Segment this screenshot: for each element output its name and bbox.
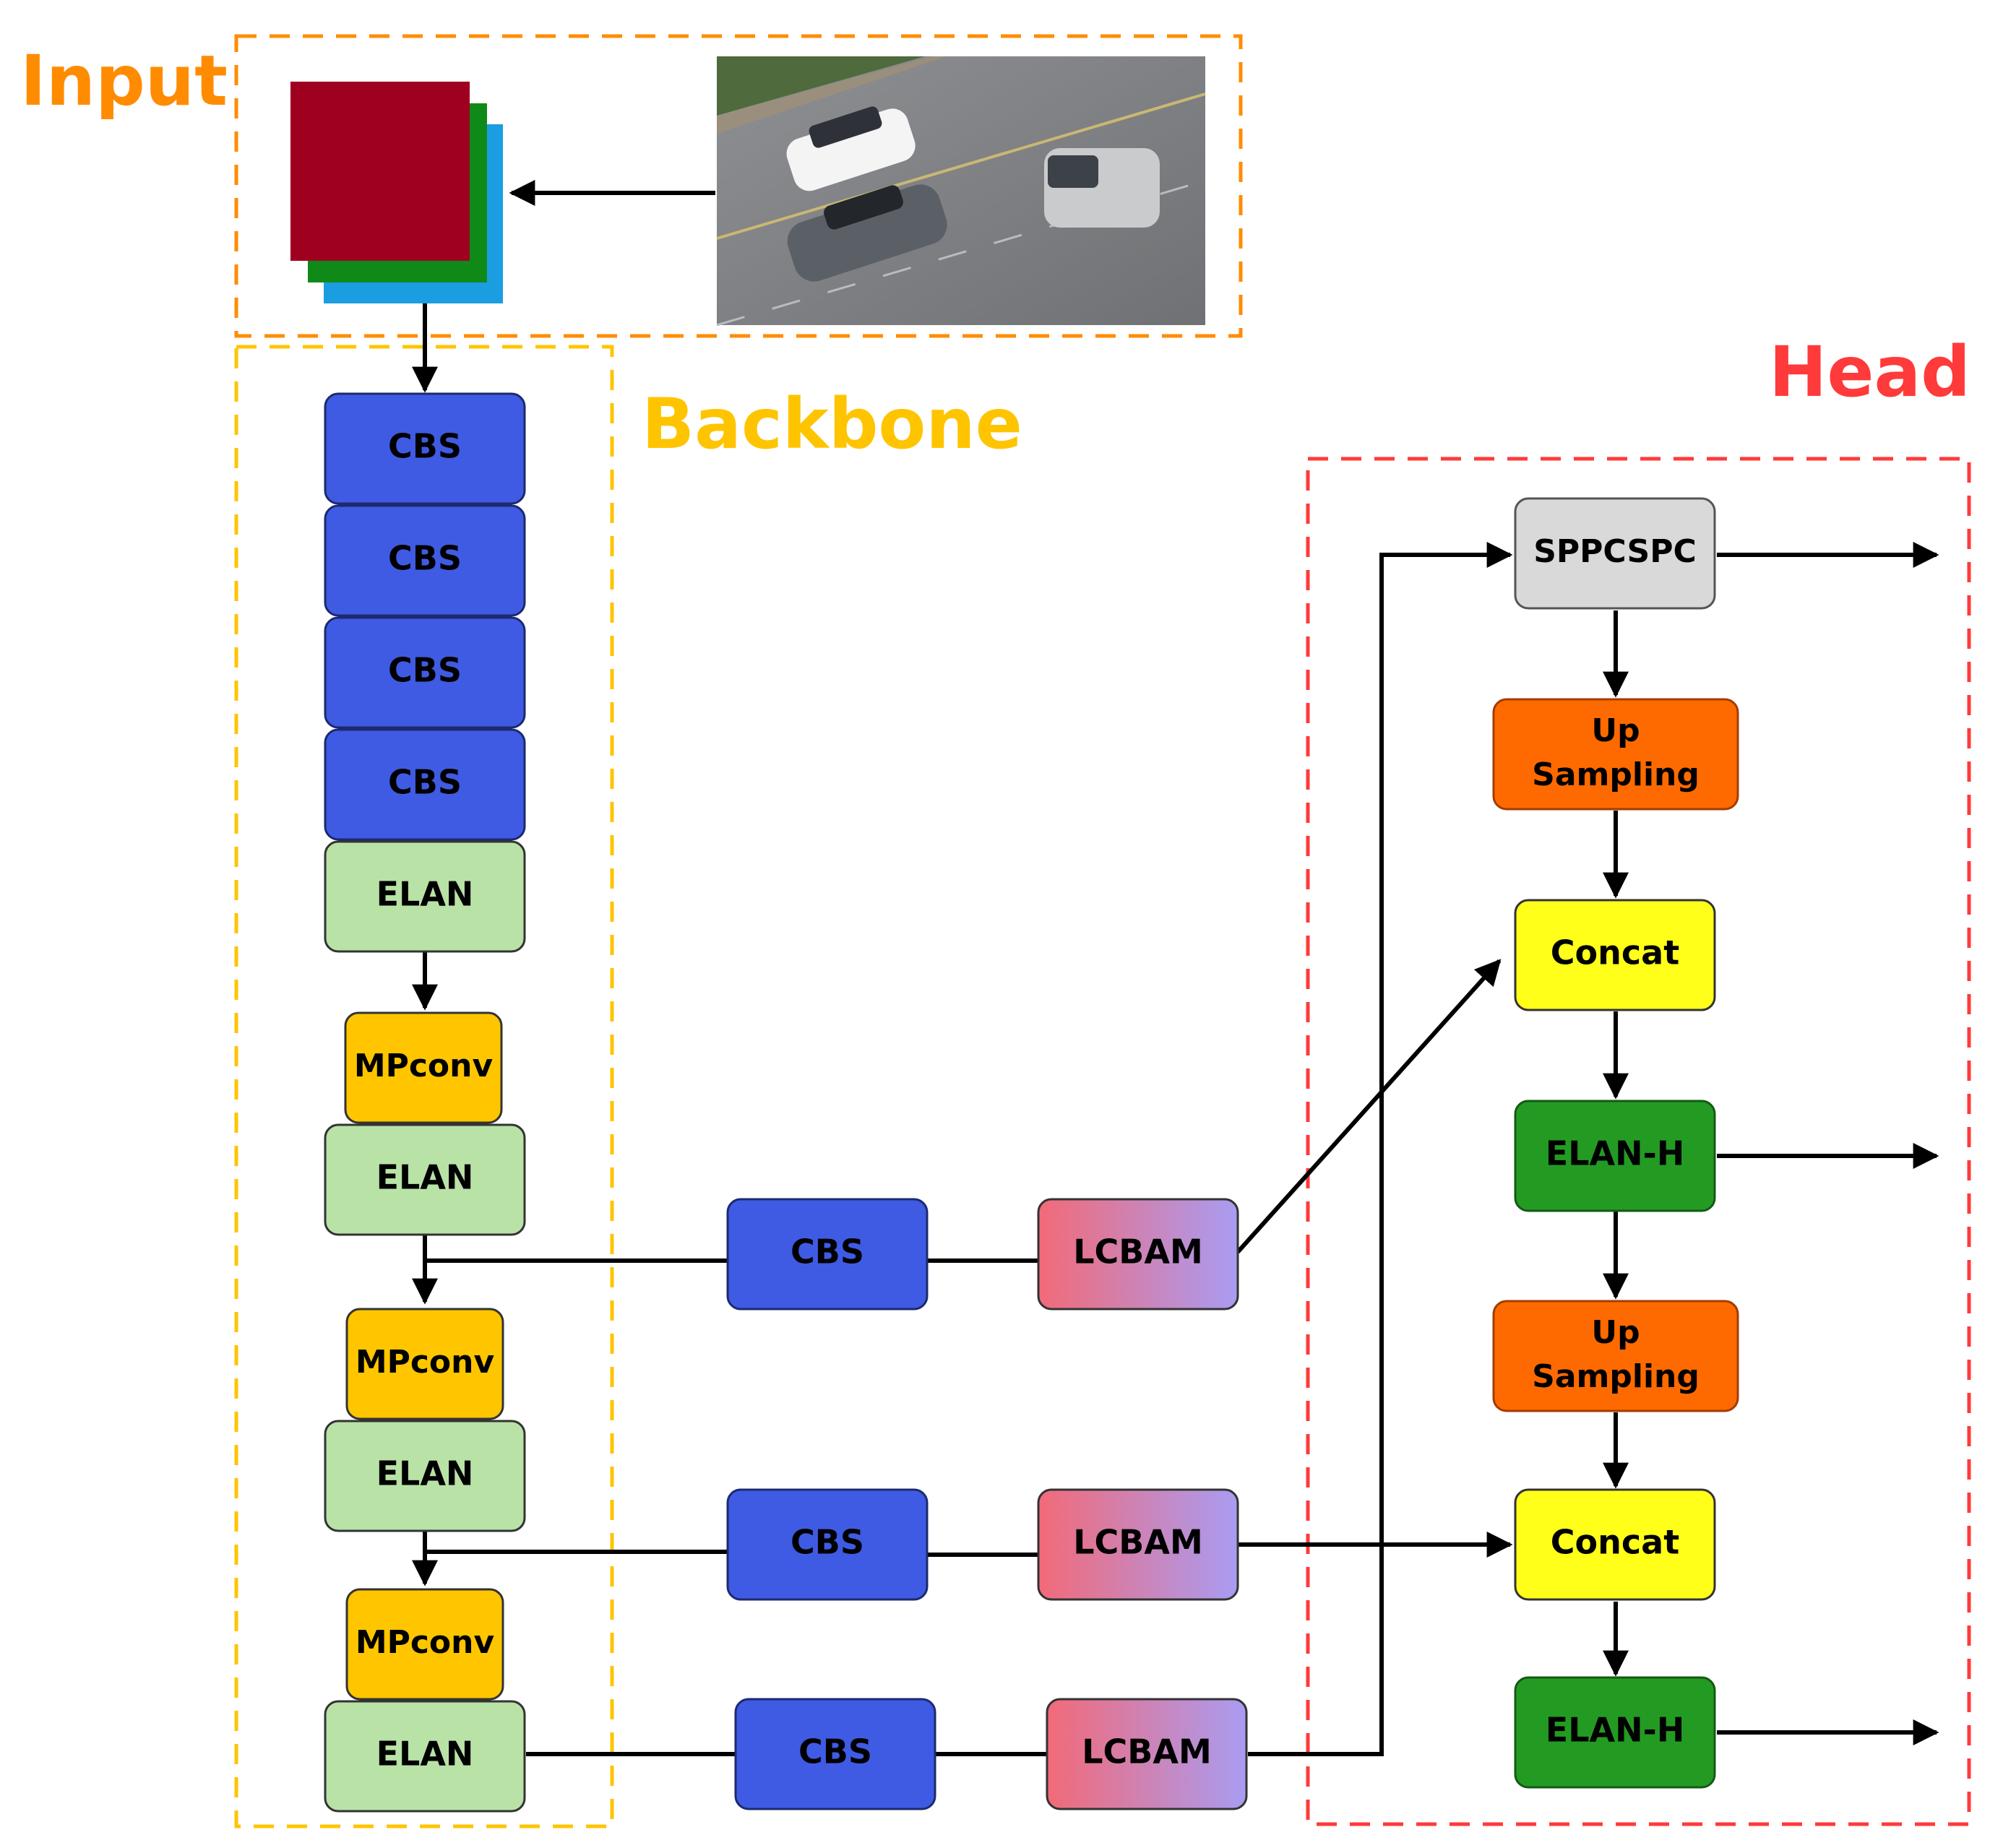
head-frame (1306, 457, 1971, 1826)
svg-text:Up: Up (1591, 712, 1640, 749)
head-label: Head (1769, 332, 1970, 413)
input-frame (234, 34, 1243, 338)
svg-text:Sampling: Sampling (1532, 1358, 1700, 1395)
svg-text:CBS: CBS (791, 1523, 864, 1562)
branch-1-lcbam: LCBAM (1037, 1198, 1239, 1311)
svg-text:LCBAM: LCBAM (1082, 1732, 1212, 1771)
head-upsampling-1: Up Sampling (1492, 698, 1739, 811)
backbone-elan-4: ELAN (324, 1700, 526, 1813)
svg-text:ELAN-H: ELAN-H (1546, 1134, 1684, 1173)
head-elan-h-2: ELAN-H (1514, 1676, 1716, 1789)
svg-text:ELAN: ELAN (376, 1158, 474, 1197)
rgb-channels-icon (290, 82, 503, 303)
backbone-elan-2: ELAN (324, 1123, 526, 1236)
svg-text:MPconv: MPconv (356, 1624, 495, 1661)
svg-text:CBS: CBS (388, 651, 462, 690)
branch-1-cbs: CBS (726, 1198, 929, 1311)
white-suv-icon (786, 106, 916, 191)
svg-text:CBS: CBS (388, 427, 462, 466)
backbone-mpconv-3: MPconv (345, 1588, 504, 1701)
svg-text:ELAN: ELAN (376, 1454, 474, 1493)
backbone-elan-3: ELAN (324, 1420, 526, 1532)
head-concat-1: Concat (1514, 899, 1716, 1011)
backbone-cbs-3: CBS (324, 616, 526, 729)
svg-text:MPconv: MPconv (356, 1344, 495, 1381)
backbone-mpconv-2: MPconv (345, 1308, 504, 1420)
head-elan-h-1: ELAN-H (1514, 1100, 1716, 1212)
svg-text:MPconv: MPconv (354, 1048, 494, 1084)
svg-text:Sampling: Sampling (1532, 756, 1700, 793)
svg-text:ELAN-H: ELAN-H (1546, 1711, 1684, 1750)
arrow-lcbam-b3-to-sppcspc (1248, 542, 1513, 1756)
svg-text:Concat: Concat (1551, 933, 1679, 972)
svg-text:Up: Up (1591, 1314, 1640, 1351)
branch-2-lcbam: LCBAM (1037, 1488, 1239, 1601)
backbone-cbs-1: CBS (324, 392, 526, 505)
svg-text:CBS: CBS (798, 1732, 872, 1771)
svg-text:ELAN: ELAN (376, 1735, 474, 1774)
gray-sedan-icon (787, 184, 947, 282)
silver-van-icon (1044, 148, 1160, 228)
input-label: Input (20, 40, 228, 121)
svg-text:SPPCSPC: SPPCSPC (1533, 533, 1697, 570)
head-sppcspc: SPPCSPC (1514, 497, 1716, 610)
backbone-label: Backbone (642, 384, 1022, 465)
branch-2-cbs: CBS (726, 1488, 929, 1601)
svg-text:LCBAM: LCBAM (1073, 1523, 1203, 1562)
svg-text:CBS: CBS (791, 1232, 864, 1271)
backbone-cbs-4: CBS (324, 728, 526, 841)
head-concat-2: Concat (1514, 1488, 1716, 1601)
backbone-mpconv-1: MPconv (344, 1011, 503, 1124)
head-upsampling-2: Up Sampling (1492, 1300, 1739, 1412)
backbone-frame (234, 345, 614, 1828)
backbone-elan-1: ELAN (324, 840, 526, 953)
svg-text:ELAN: ELAN (376, 875, 474, 914)
svg-text:Concat: Concat (1551, 1523, 1679, 1562)
branch-3-lcbam: LCBAM (1046, 1698, 1248, 1810)
branch-3-cbs: CBS (734, 1698, 936, 1810)
svg-text:CBS: CBS (388, 763, 462, 802)
arrow-lcbam-b1-to-concat1 (1236, 959, 1502, 1254)
svg-text:CBS: CBS (388, 539, 462, 578)
svg-text:LCBAM: LCBAM (1073, 1232, 1203, 1271)
road-with-cars-photo (716, 56, 1206, 327)
backbone-cbs-2: CBS (324, 504, 526, 617)
